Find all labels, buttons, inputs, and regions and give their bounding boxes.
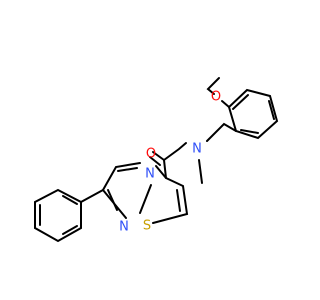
methoxy-bond — [206, 77, 230, 108]
n-methyl-bond — [198, 159, 203, 184]
methoxyphenyl-ring — [227, 88, 279, 140]
thiazole-double-bond — [176, 189, 181, 212]
phenyl-inner-bonds — [39, 195, 78, 235]
carbonyl-oxygen-label: O — [146, 147, 156, 162]
structure-canvas: O O N N N S — [34, 77, 279, 243]
imidazole-double-bond — [107, 189, 118, 211]
carbonyl-double-bond — [149, 151, 165, 166]
bridgehead-nitrogen-label: N — [145, 167, 155, 182]
amide-bond — [163, 142, 187, 161]
methoxy-oxygen-label: O — [211, 90, 221, 105]
carbonyl-chain — [163, 159, 167, 179]
imidazole-nitrogen-label: N — [119, 220, 129, 235]
imidazole-inner-bond — [117, 167, 138, 172]
methoxyphenyl-inner-bonds — [232, 94, 275, 134]
phenyl-ring — [34, 188, 82, 243]
phenyl-imidazole-link — [80, 189, 104, 203]
atom-labels: O O N N N S — [119, 90, 221, 235]
amide-nitrogen-label: N — [192, 142, 202, 157]
benzyl-ch2-bond — [206, 122, 237, 142]
thiazole-sulfur-label: S — [143, 219, 151, 234]
imidazole-ring — [102, 162, 152, 219]
bond-lines — [34, 77, 279, 243]
chemical-structure-diagram: O O N N N S — [34, 77, 279, 243]
thiazole-ring — [152, 165, 189, 224]
